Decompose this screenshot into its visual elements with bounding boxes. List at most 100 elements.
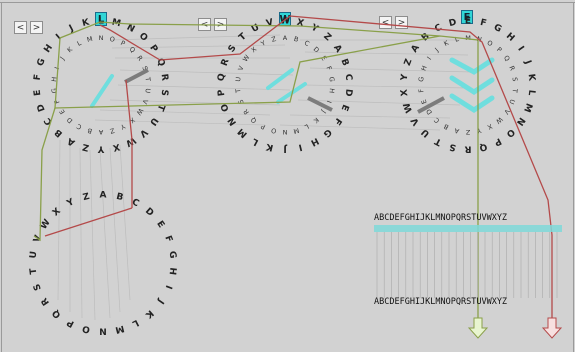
reflector-letter: G [167,251,178,260]
rotor-1-inner-letter: I [53,66,61,71]
rotor-3-letter: D [448,18,458,29]
rotor-2-letter: H [309,135,320,147]
rotor-3-letter: J [522,58,533,66]
rotor-1-letter: B [53,126,65,138]
reflector-letter: Z [82,192,91,203]
reflector-letter: X [51,206,63,218]
rotor-3-inner-letter: J [433,46,441,54]
rotor-1-pointer [124,68,149,84]
rotor-1-inner-letter: N [99,34,104,42]
rotor-1-inner-letter: G [50,88,59,94]
rotor-3-inner-letter: M [465,34,471,42]
rotor-1-letter: C [42,115,54,126]
wiring-lines [57,34,473,321]
rotor-2-inner-letter: B [293,35,299,44]
rotor-2-letter: P [217,88,228,96]
rotor-2-inner-letter: W [241,53,252,63]
rotor-1-inner-letter: C [75,122,83,131]
rotor-1-letter: H [42,43,55,55]
rotor-3-inner-letter: Z [465,128,470,136]
rotor-1-letter: Q [154,57,166,68]
rotor-1-letter: I [54,33,63,43]
rotor-1-letter: O [137,31,150,44]
rotor-1-letter: W [124,135,138,149]
rotor-2-letter: B [338,57,350,67]
rotor-1-inner-letter: E [58,108,67,116]
rotor-2-letter: L [250,135,260,147]
rotor-3-letter: I [515,45,525,53]
rotor-3-inner-letter: G [417,76,426,82]
rotor-1-indicator [90,74,114,108]
rotor-3-letter: N [514,115,527,127]
rotor-2-inner-letter: D [312,45,321,54]
rotor-1-inner-letter: F [53,98,62,105]
rotor-3-letter: F [479,18,487,29]
rotor-1-letter: U [147,115,159,127]
rotor-3-letter: W [402,101,415,114]
rotor-3-inner-letter: F [417,88,425,93]
rotor-1-inner-letter: T [143,76,152,82]
rotor-3-inner-letter: C [432,115,441,124]
rotor-3-inner-letter: H [419,64,428,72]
rotor-2-letter: Z [321,32,333,44]
plugboard-wires [376,232,558,298]
rotor-2-inner-letter: H [327,88,336,94]
rotor-2-letter: E [339,103,351,112]
rotor-1-inner-letter: P [119,39,126,48]
rotor-2-letter: I [297,141,303,152]
output-arrow-green[interactable] [467,317,489,339]
rotor-3-pointer [417,96,445,114]
rotor-1-inner-letter: K [66,45,75,54]
rotor-2-inner-letter: K [311,116,320,125]
rotor-2-letter: O [220,102,232,113]
plugboard-bottom-row: ABCDEFGHIJKLMNOPQRSTUVWXYZ [374,297,508,307]
rotor-1-inner-letter: X [127,116,136,125]
rotor-2-inner-letter: U [234,76,243,82]
rotor-1-letter: J [67,24,76,35]
rotor-1-letter: A [66,135,77,147]
rotor-1-letter: E [33,89,44,96]
rotor-1-letter: Z [81,141,90,152]
rotor-1-next-button[interactable]: > [30,21,43,34]
rotor-1-inner-letter: W [134,107,145,117]
rotor-1-inner-letter: H [50,76,59,82]
rotor-1-inner-letter: Y [119,122,127,131]
rotor-1-letter: X [112,141,121,152]
signal-path-green-lower [33,107,56,242]
rotor-1-letter: G [36,57,48,67]
rotor-2-inner-letter: Z [271,35,278,44]
rotor-3-inner-letter: D [425,107,434,116]
rotor-3-selected-letter: E [461,10,473,24]
rotor-2-letter: R [220,57,232,67]
rotor-2-inner-letter: Y [259,39,267,48]
rotor-2-inner-letter: V [237,64,246,72]
rotor-1-inner-letter: L [76,39,83,48]
reflector-letter: A [100,191,107,201]
reflector-letter: D [143,206,155,218]
reflector-letter: R [40,296,52,307]
rotor-1-prev-button[interactable]: < [14,21,27,34]
rotor-3-letter: H [504,31,516,43]
rotor-2-inner-letter: E [319,54,328,62]
rotor-2-inner-letter: Q [249,116,258,125]
rotor-3-prev-button[interactable]: < [379,16,392,29]
rotor-1-letter: D [36,102,48,113]
rotor-3-letter: B [420,31,432,43]
rotor-2-letter: C [343,73,354,81]
rotor-3-letter: U [420,126,432,138]
output-arrow-red[interactable] [541,317,563,339]
rotor-2-inner-letter: A [283,34,288,42]
rotor-1-letter: T [154,103,166,113]
rotor-2-inner-letter: P [260,122,267,131]
rotor-3-letter: Q [478,141,488,153]
rotor-1-letter: N [125,23,136,35]
rotor-2-inner-letter: C [303,39,311,48]
rotor-1-letter: V [137,126,149,138]
rotor-3-letter: Z [403,57,415,67]
rotor-2-inner-letter: X [249,45,258,54]
reflector-letter: T [29,267,40,275]
reflector-letter: L [130,317,140,329]
rotor-3-indicator [449,57,495,113]
